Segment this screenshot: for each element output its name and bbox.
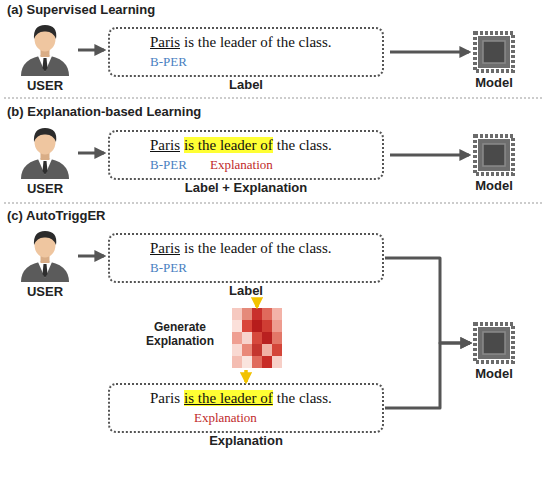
user-icon (18, 123, 72, 179)
sentence-line: Parisis the leader ofthe class. (150, 137, 332, 154)
sentence-box: Parisis the leader ofthe class. Explanati… (108, 383, 384, 433)
section-heading: (b) Explanation-based Learning (7, 104, 201, 119)
model-chip-icon (473, 134, 515, 176)
flow-arrow (385, 258, 470, 343)
sentence-fragment: is the leader of (184, 137, 273, 153)
user-node: USER (18, 226, 72, 282)
user-label: USER (0, 181, 112, 196)
entity-tag: B-PER (150, 260, 187, 276)
box-caption: Explanation (70, 433, 422, 448)
user-icon (18, 20, 72, 76)
user-label: USER (0, 284, 112, 299)
sentence-fragment: Paris (150, 240, 180, 256)
user-icon (18, 226, 72, 282)
sentence-fragment: is the leader of the class. (184, 240, 331, 256)
user-label: USER (0, 78, 112, 93)
model-chip-icon (473, 322, 515, 364)
box-caption: Label (70, 283, 422, 298)
model-node: Model (473, 31, 515, 73)
flow-arrow (255, 299, 259, 307)
model-node: Model (473, 322, 515, 364)
heatmap-icon (232, 308, 282, 368)
flow-arrow (390, 154, 469, 157)
sentence-fragment: Paris (150, 390, 180, 406)
flow-arrow (390, 51, 469, 54)
explanation-tag: Explanation (194, 410, 257, 426)
model-label: Model (433, 178, 546, 193)
sentence-fragment: is the leader of (184, 390, 273, 406)
sentence-box: Parisis the leader of the class.B-PERLab… (108, 27, 384, 77)
flow-arrow (78, 49, 104, 52)
section-separator (4, 97, 542, 98)
sentence-fragment: the class. (277, 390, 332, 406)
section-heading: (c) AutoTriggER (7, 208, 105, 223)
sentence-box: Parisis the leader ofthe class. B-PER Expl… (108, 130, 384, 180)
flow-arrow (385, 343, 470, 408)
sentence-line: Parisis the leader of the class. (150, 240, 332, 257)
sentence-box: Parisis the leader of the class.B-PERLab… (108, 233, 384, 283)
flow-arrow (78, 152, 104, 155)
user-node: USER (18, 123, 72, 179)
sentence-fragment: the class. (277, 137, 332, 153)
model-label: Model (433, 75, 546, 90)
sentence-line: Parisis the leader ofthe class. (150, 390, 332, 407)
model-chip-icon (473, 31, 515, 73)
section-separator (4, 202, 542, 203)
flow-arrow (244, 370, 248, 382)
box-caption: Label (70, 77, 422, 92)
user-node: USER (18, 20, 72, 76)
flow-arrow (78, 255, 104, 258)
sentence-fragment: Paris (150, 137, 180, 153)
explanation-tag: Explanation (210, 157, 273, 173)
model-node: Model (473, 134, 515, 176)
explanation-heatmap: Generate Explanation (232, 308, 282, 368)
sentence-fragment: Paris (150, 34, 180, 50)
box-caption: Label + Explanation (70, 180, 422, 195)
section-heading: (a) Supervised Learning (7, 2, 155, 17)
sentence-fragment: is the leader of the class. (184, 34, 331, 50)
entity-tag: B-PER (150, 157, 187, 173)
entity-tag: B-PER (150, 54, 187, 70)
step-label: Generate Explanation (134, 320, 226, 348)
sentence-line: Parisis the leader of the class. (150, 34, 332, 51)
model-label: Model (433, 366, 546, 381)
